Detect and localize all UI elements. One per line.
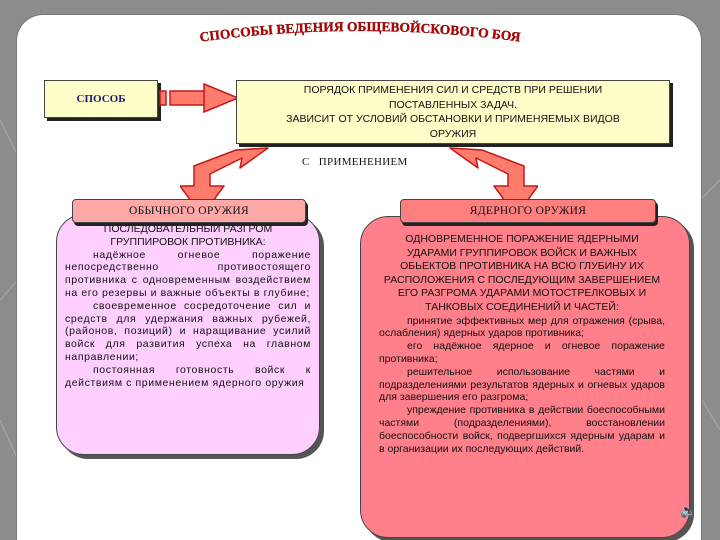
conventional-header-label: ОБЫЧНОГО ОРУЖИЯ xyxy=(129,205,249,217)
nuclear-heading: ОДНОВРЕМЕННОЕ ПОРАЖЕНИЕ ЯДЕРНЫМИ УДАРАМИ… xyxy=(383,233,661,313)
conventional-weapons-card: ПОСЛЕДОВАТЕЛЬНЫЙ РАЗГРОМ ГРУППИРОВОК ПРО… xyxy=(56,214,320,455)
nuclear-point-2: его надёжное ядерное и огневое поражение… xyxy=(379,340,665,365)
arrow-right-icon xyxy=(159,82,240,114)
nuclear-point-4: упреждение противника в действии боеспос… xyxy=(379,404,665,455)
nuclear-weapons-card: ОДНОВРЕМЕННОЕ ПОРАЖЕНИЕ ЯДЕРНЫМИ УДАРАМИ… xyxy=(360,216,690,538)
conventional-point-3: постоянная готовность войск к действиям … xyxy=(65,363,311,389)
conventional-weapons-header: ОБЫЧНОГО ОРУЖИЯ xyxy=(72,199,306,223)
nuclear-weapons-header: ЯДЕРНОГО ОРУЖИЯ xyxy=(400,199,656,223)
speaker-icon[interactable]: 🔈 xyxy=(680,503,697,518)
nuclear-header-label: ЯДЕРНОГО ОРУЖИЯ xyxy=(469,205,587,217)
order-line-3: ЗАВИСИТ ОТ УСЛОВИЙ ОБСТАНОВКИ И ПРИМЕНЯЕ… xyxy=(286,113,620,125)
with-application-label: С ПРИМЕНЕНИЕМ xyxy=(302,156,408,168)
method-label: СПОСОБ xyxy=(76,93,126,105)
nuclear-point-3: решительное использование частями и подр… xyxy=(379,365,665,404)
svg-text:СПОСОБЫ ВЕДЕНИЯ ОБЩЕВОЙСКОВОГО: СПОСОБЫ ВЕДЕНИЯ ОБЩЕВОЙСКОВОГО БОЯ xyxy=(199,20,522,45)
order-line-2: ПОСТАВЛЕННЫХ ЗАДАЧ. xyxy=(388,98,518,111)
conventional-point-1: надёжное огневое поражение непосредствен… xyxy=(65,248,311,299)
nuclear-point-1: принятие эффективных мер для отражения (… xyxy=(379,314,665,340)
slide-title-text: СПОСОБЫ ВЕДЕНИЯ ОБЩЕВОЙСКОВОГО БОЯ xyxy=(199,19,522,45)
method-box: СПОСОБ xyxy=(44,80,158,118)
order-box: ПОРЯДОК ПРИМЕНЕНИЯ СИЛ И СРЕДСТВ ПРИ РЕШ… xyxy=(236,80,670,144)
conventional-heading: ПОСЛЕДОВАТЕЛЬНЫЙ РАЗГРОМ ГРУППИРОВОК ПРО… xyxy=(103,223,273,248)
conventional-point-2: своевременное сосредоточение сил и средс… xyxy=(65,299,311,363)
order-line-4: ОРУЖИЯ xyxy=(429,127,477,140)
order-line-1: ПОРЯДОК ПРИМЕНЕНИЯ СИЛ И СРЕДСТВ ПРИ РЕШ… xyxy=(303,84,603,96)
slide-title: СПОСОБЫ ВЕДЕНИЯ ОБЩЕВОЙСКОВОГО БОЯ xyxy=(150,19,570,56)
